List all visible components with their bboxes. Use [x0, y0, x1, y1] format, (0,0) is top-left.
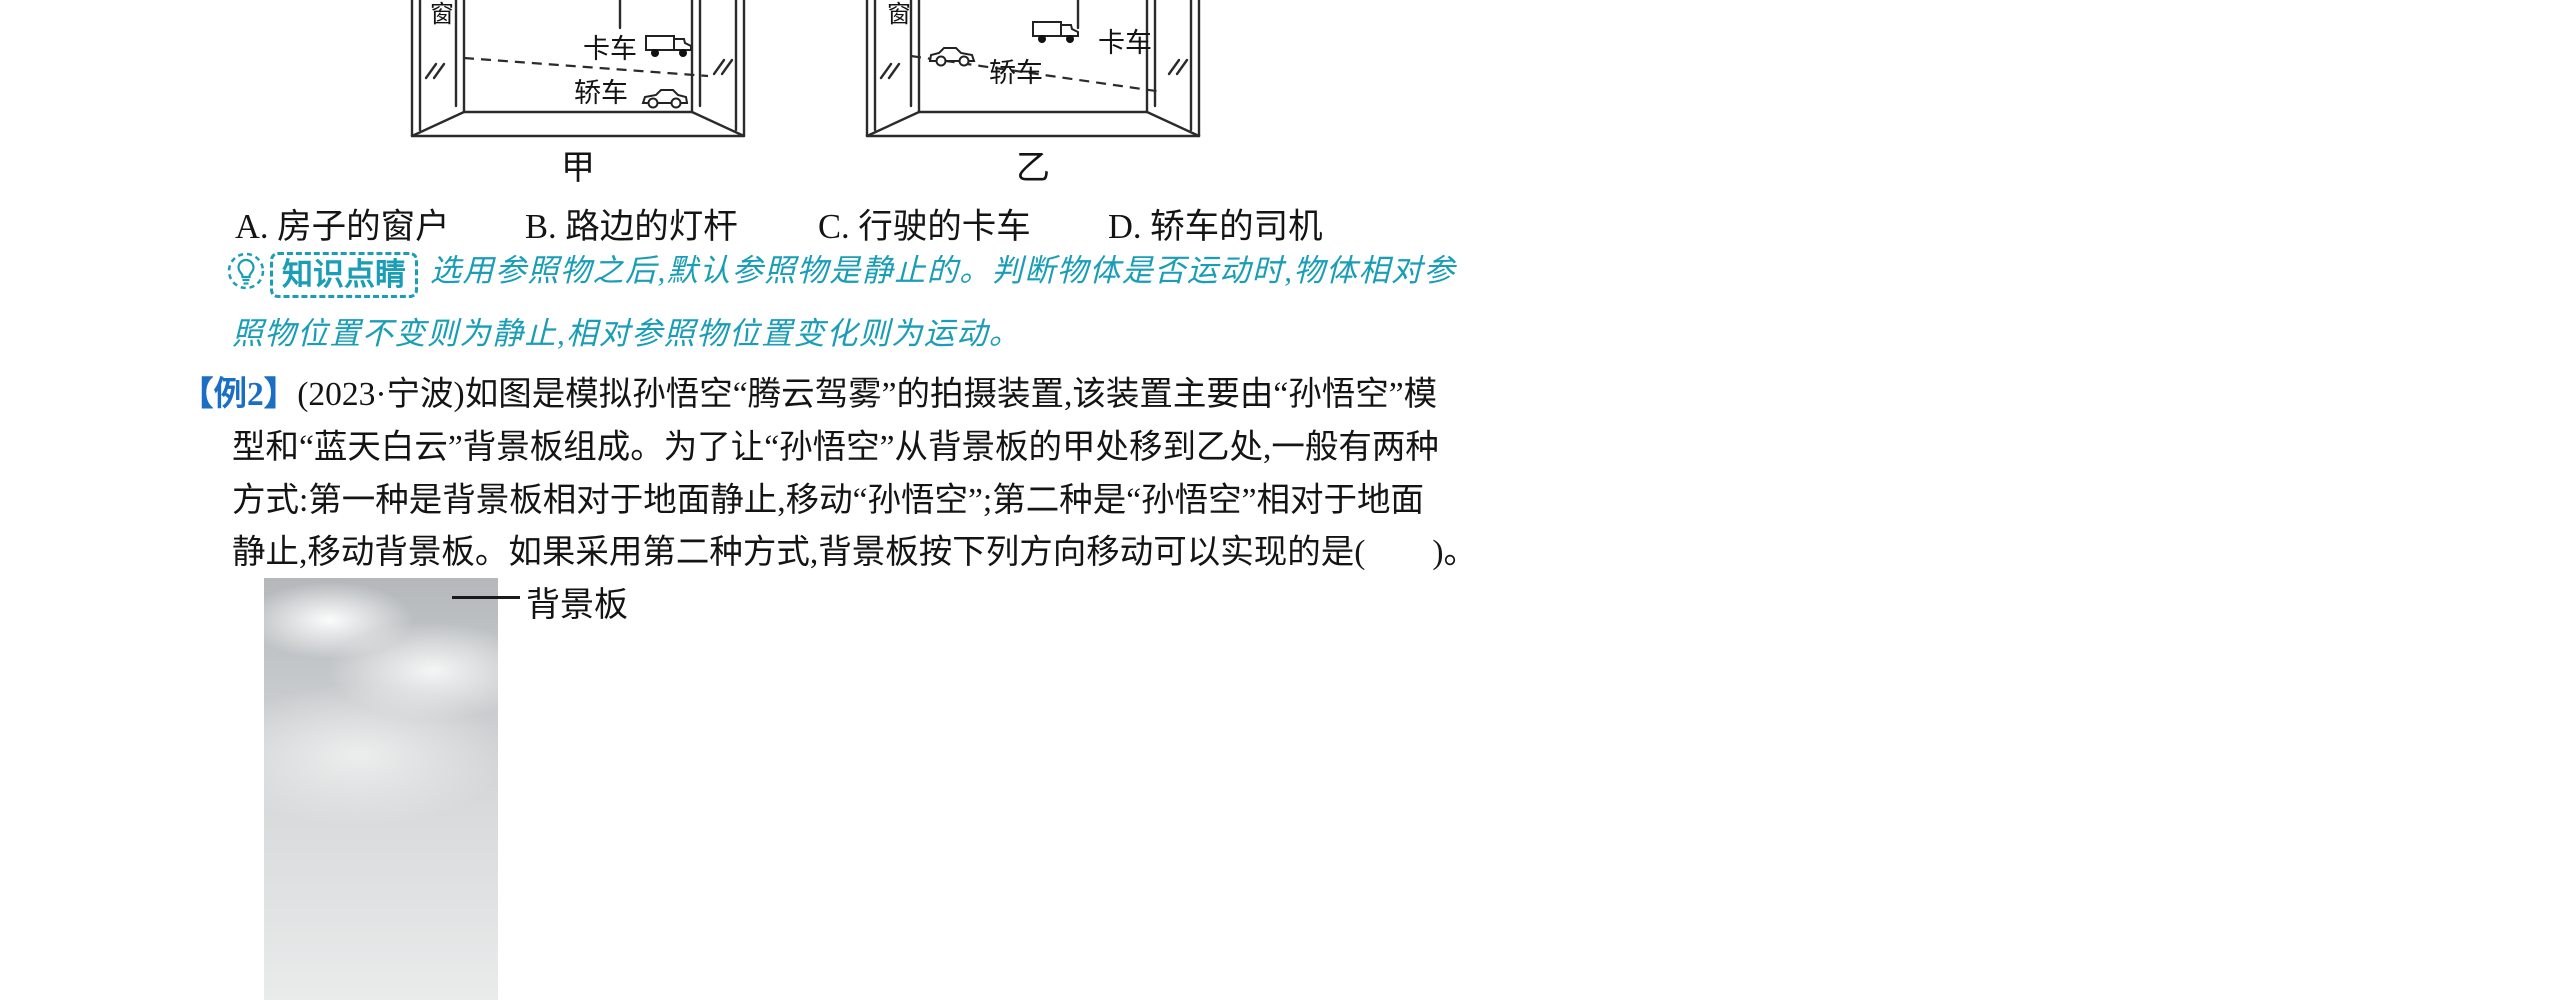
knowledge-tip-text-line2: 照物位置不变则为静止,相对参照物位置变化则为运动。 — [232, 316, 1022, 351]
hatch-mark — [879, 62, 901, 80]
car-label: 轿车 — [989, 58, 1043, 88]
hatch-mark — [1167, 58, 1189, 76]
truck-icon — [645, 35, 692, 57]
figure-jia-diagram: 窗 卡车 轿车 — [410, 0, 746, 138]
example2-tag: 【例2】 — [180, 376, 298, 413]
window-label: 窗 — [430, 1, 454, 28]
clouds-photo — [264, 578, 498, 1000]
example2-line4: 静止,移动背景板。如果采用第二种方式,背景板按下列方向移动可以实现的是( )。 — [232, 534, 1478, 571]
hatch-mark — [424, 62, 446, 80]
truck-label: 卡车 — [1098, 28, 1152, 58]
figure-yi-caption: 乙 — [1016, 150, 1050, 187]
figure-jia-caption: 甲 — [561, 150, 595, 187]
car-icon — [641, 89, 689, 109]
car-icon — [928, 47, 976, 67]
road-dashed-line — [463, 56, 709, 78]
option-c: C. 行驶的卡车 — [818, 208, 1031, 246]
hatch-mark — [712, 58, 734, 76]
option-a: A. 房子的窗户 — [235, 208, 450, 246]
knowledge-tip-text-line1: 选用参照物之后,默认参照物是静止的。判断物体是否运动时,物体相对参 — [430, 253, 1456, 288]
example2-line2: 型和“蓝天白云”背景板组成。为了让“孙悟空”从背景板的甲处移到乙处,一般有两种 — [232, 429, 1439, 466]
window-label: 窗 — [887, 1, 911, 28]
figure-yi-diagram: 窗 卡车 轿车 — [865, 0, 1201, 138]
background-board-caption: 背景板 — [526, 587, 628, 624]
option-d: D. 轿车的司机 — [1108, 208, 1323, 246]
lightbulb-icon — [226, 251, 266, 291]
knowledge-tip-title: 知识点睛 — [270, 252, 418, 298]
truck-icon — [1032, 21, 1079, 43]
caption-pointer-line — [452, 596, 520, 599]
truck-label: 卡车 — [583, 34, 637, 64]
example2-line1: 【例2】(2023·宁波)如图是模拟孙悟空“腾云驾雾”的拍摄装置,该装置主要由“… — [180, 366, 1437, 415]
example2-text1: (2023·宁波)如图是模拟孙悟空“腾云驾雾”的拍摄装置,该装置主要由“孙悟空”… — [297, 376, 1438, 413]
car-label: 轿车 — [574, 78, 628, 108]
knowledge-tip: 知识点睛选用参照物之后,默认参照物是静止的。判断物体是否运动时,物体相对参 — [226, 248, 1456, 300]
option-b: B. 路边的灯杆 — [525, 208, 738, 246]
example2-line3: 方式:第一种是背景板相对于地面静止,移动“孙悟空”;第二种是“孙悟空”相对于地面 — [232, 482, 1424, 519]
